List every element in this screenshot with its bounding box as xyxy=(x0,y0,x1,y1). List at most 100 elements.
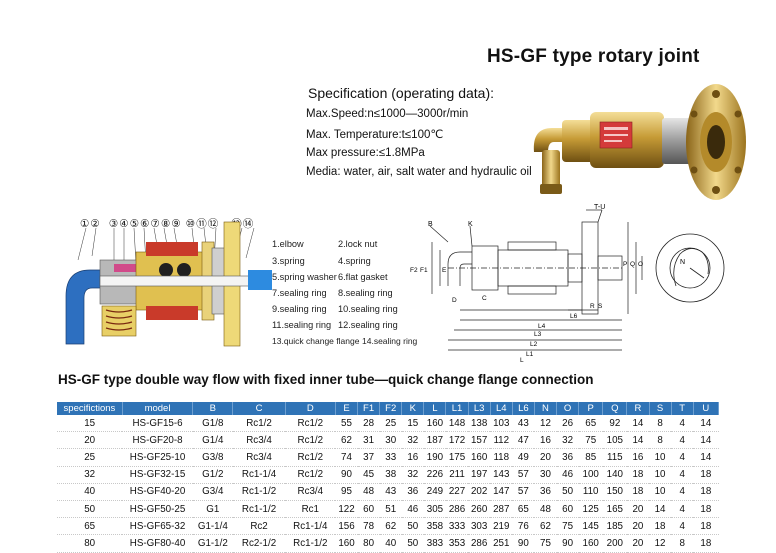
table-cell: 143 xyxy=(490,466,513,484)
callout-1: ① xyxy=(80,218,91,230)
table-cell: 103 xyxy=(490,415,513,433)
table-cell: 14 xyxy=(626,415,649,433)
table-cell: 40 xyxy=(379,534,402,553)
table-cell: G1 xyxy=(192,500,233,519)
table-cell: 36 xyxy=(556,448,579,467)
table-cell: 14 xyxy=(693,415,719,433)
table-cell: 20 xyxy=(626,534,649,553)
table-cell: 383 xyxy=(423,534,446,553)
table-cell: 226 xyxy=(423,466,446,484)
spec-max-speed: Max.Speed:n≤1000—3000r/min xyxy=(306,108,469,120)
drawing-label: L xyxy=(520,357,524,362)
table-cell: Rc1/2 xyxy=(285,415,336,433)
drawing-label: L4 xyxy=(538,323,546,330)
column-header: D xyxy=(285,402,336,415)
drawing-label: Q xyxy=(630,261,635,268)
table-cell: 16 xyxy=(626,448,649,467)
part-label: 2.lock nut xyxy=(338,239,378,249)
table-cell: 172 xyxy=(445,431,469,450)
part-label: 6.flat gasket xyxy=(338,272,388,282)
table-cell: 187 xyxy=(423,431,446,450)
table-cell: 75 xyxy=(578,431,603,450)
callout-14: ⑭ xyxy=(242,218,255,230)
table-cell: 211 xyxy=(445,466,469,484)
table-cell: 90 xyxy=(335,466,358,484)
part-label: 10.sealing ring xyxy=(338,304,398,314)
callout-12: ⑫ xyxy=(207,218,220,230)
table-cell: 20 xyxy=(626,500,649,519)
drawing-label: L2 xyxy=(530,341,538,348)
table-cell: 75 xyxy=(534,534,557,553)
callout-4: ④ xyxy=(119,218,130,230)
table-cell: 358 xyxy=(423,517,446,536)
drawing-label: L1 xyxy=(526,351,534,358)
table-cell: 18 xyxy=(693,500,719,519)
drawing-label: O xyxy=(638,261,643,268)
column-header: K xyxy=(401,402,425,415)
table-cell: 62 xyxy=(379,517,402,536)
table-cell: 157 xyxy=(468,431,491,450)
table-cell: 4 xyxy=(671,500,694,519)
table-cell: 160 xyxy=(423,415,446,433)
table-cell: 286 xyxy=(468,534,491,553)
table-cell: 150 xyxy=(602,483,627,501)
drawing-label: D xyxy=(452,297,457,304)
part-label: 4.spring xyxy=(338,256,371,266)
table-cell: 15 xyxy=(57,415,123,433)
column-header: specifictions xyxy=(57,402,123,415)
table-cell: 32 xyxy=(57,466,123,484)
table-cell: 36 xyxy=(401,483,424,501)
table-cell: 50 xyxy=(556,483,579,501)
table-cell: 115 xyxy=(602,448,627,467)
table-cell: 20 xyxy=(626,517,649,536)
drawing-label: F2 xyxy=(410,267,418,274)
table-cell: G3/4 xyxy=(192,483,233,501)
end-view-drawing: N xyxy=(655,233,725,303)
callout-6: ⑥ xyxy=(140,218,151,230)
table-cell: 78 xyxy=(357,517,380,536)
table-cell: 125 xyxy=(578,500,603,519)
column-header: L6 xyxy=(512,402,535,415)
table-cell: HS-GF65-32 xyxy=(122,517,193,536)
table-cell: G1/4 xyxy=(192,431,233,450)
table-cell: 20 xyxy=(57,431,123,450)
table-cell: 202 xyxy=(468,483,491,501)
table-cell: 32 xyxy=(401,466,424,484)
column-header: model xyxy=(122,402,194,415)
table-cell: 8 xyxy=(671,534,694,553)
drawing-label: F1 xyxy=(420,267,428,274)
table-cell: 190 xyxy=(423,448,446,467)
table-cell: 147 xyxy=(490,483,513,501)
table-cell: 10 xyxy=(649,466,672,484)
part-label: 8.sealing ring xyxy=(338,288,393,298)
table-cell: 25 xyxy=(379,415,402,433)
column-header: Q xyxy=(602,402,628,415)
column-header: N xyxy=(534,402,558,415)
table-cell: 20 xyxy=(534,448,557,467)
table-cell: 50 xyxy=(57,500,123,519)
table-cell: 10 xyxy=(649,483,672,501)
part-label: 12.sealing ring xyxy=(338,320,398,330)
table-cell: 333 xyxy=(445,517,469,536)
page-title: HS-GF type rotary joint xyxy=(487,46,700,67)
table-cell: 57 xyxy=(512,483,535,501)
drawing-label: R xyxy=(590,303,595,310)
table-cell: 160 xyxy=(468,448,491,467)
part-label: 5.spring washer xyxy=(272,272,337,282)
table-cell: 4 xyxy=(671,448,694,467)
table-cell: 18 xyxy=(693,483,719,501)
table-cell: 80 xyxy=(357,534,380,553)
table-cell: 43 xyxy=(512,415,535,433)
table-cell: Rc2-1/2 xyxy=(232,534,286,553)
table-cell: 18 xyxy=(626,483,649,501)
column-header: F2 xyxy=(379,402,403,415)
table-cell: 18 xyxy=(693,466,719,484)
table-cell: 28 xyxy=(357,415,380,433)
table-cell: Rc1/2 xyxy=(232,415,286,433)
table-cell: 148 xyxy=(445,415,469,433)
table-cell: 10 xyxy=(649,448,672,467)
